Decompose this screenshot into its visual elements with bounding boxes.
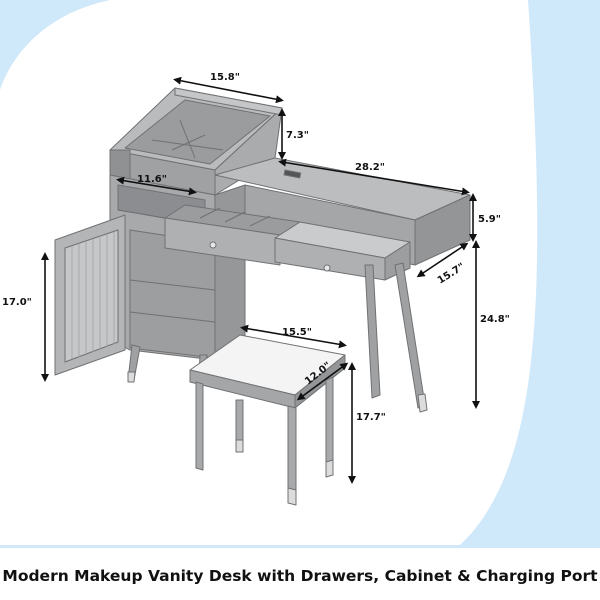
dim-organizer-height: 7.3" xyxy=(286,130,309,141)
caption-band xyxy=(0,548,600,600)
dim-desk-height: 24.8" xyxy=(480,314,510,325)
product-caption: Modern Makeup Vanity Desk with Drawers, … xyxy=(2,567,598,585)
dimension-lines xyxy=(41,76,480,484)
dim-cabinet-height: 17.0" xyxy=(2,297,32,308)
dim-shelf-width: 11.6" xyxy=(137,174,167,185)
dim-stool-height: 17.7" xyxy=(356,412,386,423)
dim-organizer-width: 15.8" xyxy=(210,72,240,83)
accent-shape-left xyxy=(0,0,110,90)
dim-desk-length: 28.2" xyxy=(355,162,385,173)
dim-desk-top-height: 5.9" xyxy=(478,214,501,225)
dim-stool-width: 15.5" xyxy=(282,327,312,338)
